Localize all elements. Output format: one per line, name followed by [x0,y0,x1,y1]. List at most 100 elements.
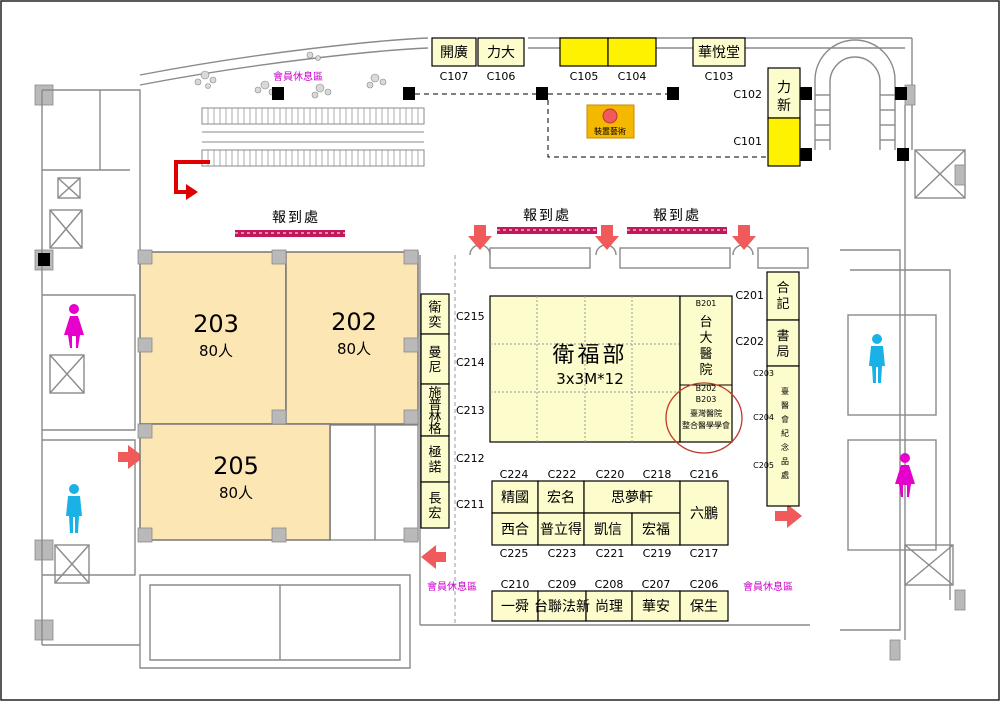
middle-bottom-code: C221 [596,547,625,560]
booth-c107-name: 開廣 [440,44,468,61]
middle-bottom-code: C223 [548,547,577,560]
room-203 [139,251,287,425]
registration-label-1: 報到處 [272,210,320,226]
lounge-label-top: 會員休息區 [273,70,323,83]
booth-c106-code: C106 [487,70,516,83]
room-202-capacity: 80人 [337,340,371,358]
memorial-char: 念 [781,442,789,452]
bottom-booth-name: 台聯法新 [534,599,590,615]
booth-c101-name: 新 [777,98,791,114]
left-booth-char: 諾 [428,460,441,476]
down-arrow-icon [732,225,756,250]
booth-c103-name: 華悅堂 [698,45,740,61]
art-marker-icon [602,108,618,124]
booth-c104 [607,37,657,67]
right-booth-char: 合 [776,281,789,296]
bottom-booth-code: C209 [548,578,577,591]
lounge-label-bottom-right: 會員休息區 [743,580,793,593]
memorial-char: 處 [781,470,789,480]
registration-label-3: 報到處 [653,208,701,224]
bottom-booth-code: C207 [642,578,671,591]
registration-label-2: 報到處 [523,208,571,224]
entrance-arrows [118,225,802,569]
middle-bottom-name: 宏福 [642,522,670,538]
middle-top-name: 宏名 [547,490,575,506]
middle-top-code: C224 [500,468,529,481]
booth-b201-char: 院 [699,363,712,378]
room-203-number: 203 [193,310,239,338]
meeting-rooms: 203 80人 202 80人 205 80人 [137,249,419,543]
memorial-code: C203 [753,369,774,378]
memorial-code: C204 [753,413,774,422]
booth-b202-code: B202 [696,384,717,393]
left-booth-char: 曼 [428,346,441,361]
booth-b203-line1: 臺灣醫院 [690,408,722,418]
booth-b201-char: 醫 [699,347,712,362]
pillars [38,87,909,266]
right-arrow-icon [118,445,144,469]
down-arrow-icon [595,225,619,250]
right-booth-char: 記 [776,296,789,312]
room-205-capacity: 80人 [219,484,253,502]
left-arrow-icon [421,545,446,569]
booth-c102-name: 力 [777,80,791,96]
middle-bottom-code: C225 [500,547,529,560]
right-booth-char: 局 [776,345,789,360]
lounge-label-bottom-left: 會員休息區 [427,580,477,593]
building-walls [34,37,966,669]
women-restroom-icon-right [895,453,915,497]
booth-c106-name: 力大 [487,45,515,61]
left-booth-char: 普 [428,398,441,413]
bottom-booth-name: 保生 [690,599,718,615]
left-booth-char: 長 [428,492,441,507]
top-booth-row: 開廣 C107 力大 C106 C105 C104 華悅堂 C103 力 C10… [431,37,801,167]
memorial-char: 會 [781,414,789,424]
room-203-capacity: 80人 [199,342,233,360]
highlight-circle [665,382,743,454]
booth-b201-char: 台 [699,315,712,330]
middle-bottom-name: 西合 [501,522,529,538]
booth-b203-code: B203 [696,395,717,404]
bottom-booth-name: 尚理 [595,599,623,615]
room-202 [285,251,419,425]
memorial-char: 紀 [781,428,789,438]
middle-top-code: C220 [596,468,625,481]
right-arrow-icon [775,504,802,528]
left-booth-code: C214 [456,356,485,369]
memorial-code: C205 [753,461,774,470]
left-booth-char: 施 [428,386,441,401]
left-booth-char: 宏 [428,507,441,522]
memorial-char: 品 [781,457,789,466]
installation-art-label: 裝置藝術 [594,126,626,136]
left-booth-char: 衛 [428,301,441,316]
installation-art: 裝置藝術 [586,104,635,139]
booth-c104-code: C104 [618,70,647,83]
right-booth-code: C202 [735,335,764,348]
bottom-booth-name: 一舜 [501,599,529,615]
booth-c105-code: C105 [570,70,599,83]
middle-bottom-name: 普立得 [540,521,582,538]
booth-c101 [767,117,801,167]
room-202-number: 202 [331,308,377,336]
middle-bottom-code: C217 [690,547,719,560]
down-arrow-icon [468,225,492,250]
left-booth-char: 尼 [428,361,441,376]
bottom-booth-code: C210 [501,578,530,591]
middle-bottom-code: C219 [643,547,672,560]
middle-top-name: 精國 [501,490,529,506]
booth-c102-code: C102 [733,88,762,101]
booth-c101-code: C101 [733,135,762,148]
exit-arrow-icon [174,160,210,200]
men-restroom-icon-right [869,334,885,383]
left-booth-code: C215 [456,310,485,323]
welfare-name: 衛福部 [552,343,627,368]
left-booth-char: 林 [428,410,441,425]
left-booth-code: C211 [456,498,485,511]
booth-c106 [477,37,525,67]
booth-b203-line2: 整合醫學學會 [682,420,730,430]
middle-top-code: C218 [643,468,672,481]
